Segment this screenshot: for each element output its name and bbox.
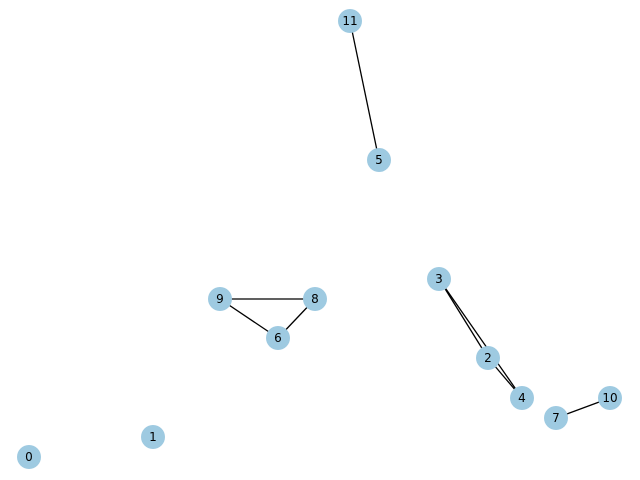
node-2: 2	[476, 346, 500, 370]
node-label-11: 11	[342, 14, 357, 28]
node-label-1: 1	[149, 430, 157, 444]
node-7: 7	[544, 406, 568, 430]
node-circle-8	[303, 287, 327, 311]
node-circle-10	[598, 386, 622, 410]
node-9: 9	[208, 287, 232, 311]
node-label-10: 10	[602, 391, 617, 405]
edges-layer	[219, 20, 611, 419]
node-6: 6	[266, 326, 290, 350]
node-8: 8	[303, 287, 327, 311]
node-circle-9	[208, 287, 232, 311]
node-11: 11	[338, 9, 362, 33]
node-label-2: 2	[484, 351, 492, 365]
node-4: 4	[510, 386, 534, 410]
edge-3-2	[438, 278, 489, 359]
node-circle-4	[510, 386, 534, 410]
node-10: 10	[598, 386, 622, 410]
node-label-7: 7	[552, 411, 560, 425]
node-label-3: 3	[435, 272, 443, 286]
node-circle-2	[476, 346, 500, 370]
node-0: 0	[17, 445, 41, 469]
edge-3-4	[438, 278, 523, 399]
node-5: 5	[367, 148, 391, 172]
node-label-4: 4	[518, 391, 526, 405]
node-label-5: 5	[375, 153, 383, 167]
node-label-9: 9	[216, 292, 224, 306]
node-circle-3	[427, 267, 451, 291]
edge-11-5	[349, 20, 380, 161]
node-circle-6	[266, 326, 290, 350]
node-circle-11	[338, 9, 362, 33]
node-circle-0	[17, 445, 41, 469]
node-1: 1	[141, 425, 165, 449]
node-3: 3	[427, 267, 451, 291]
node-label-8: 8	[311, 292, 319, 306]
node-circle-7	[544, 406, 568, 430]
node-circle-1	[141, 425, 165, 449]
node-label-0: 0	[25, 450, 33, 464]
node-label-6: 6	[274, 331, 282, 345]
nodes-layer: 0 1 2 3 4 5 6 7 8 9 10 11	[17, 9, 622, 469]
node-circle-5	[367, 148, 391, 172]
